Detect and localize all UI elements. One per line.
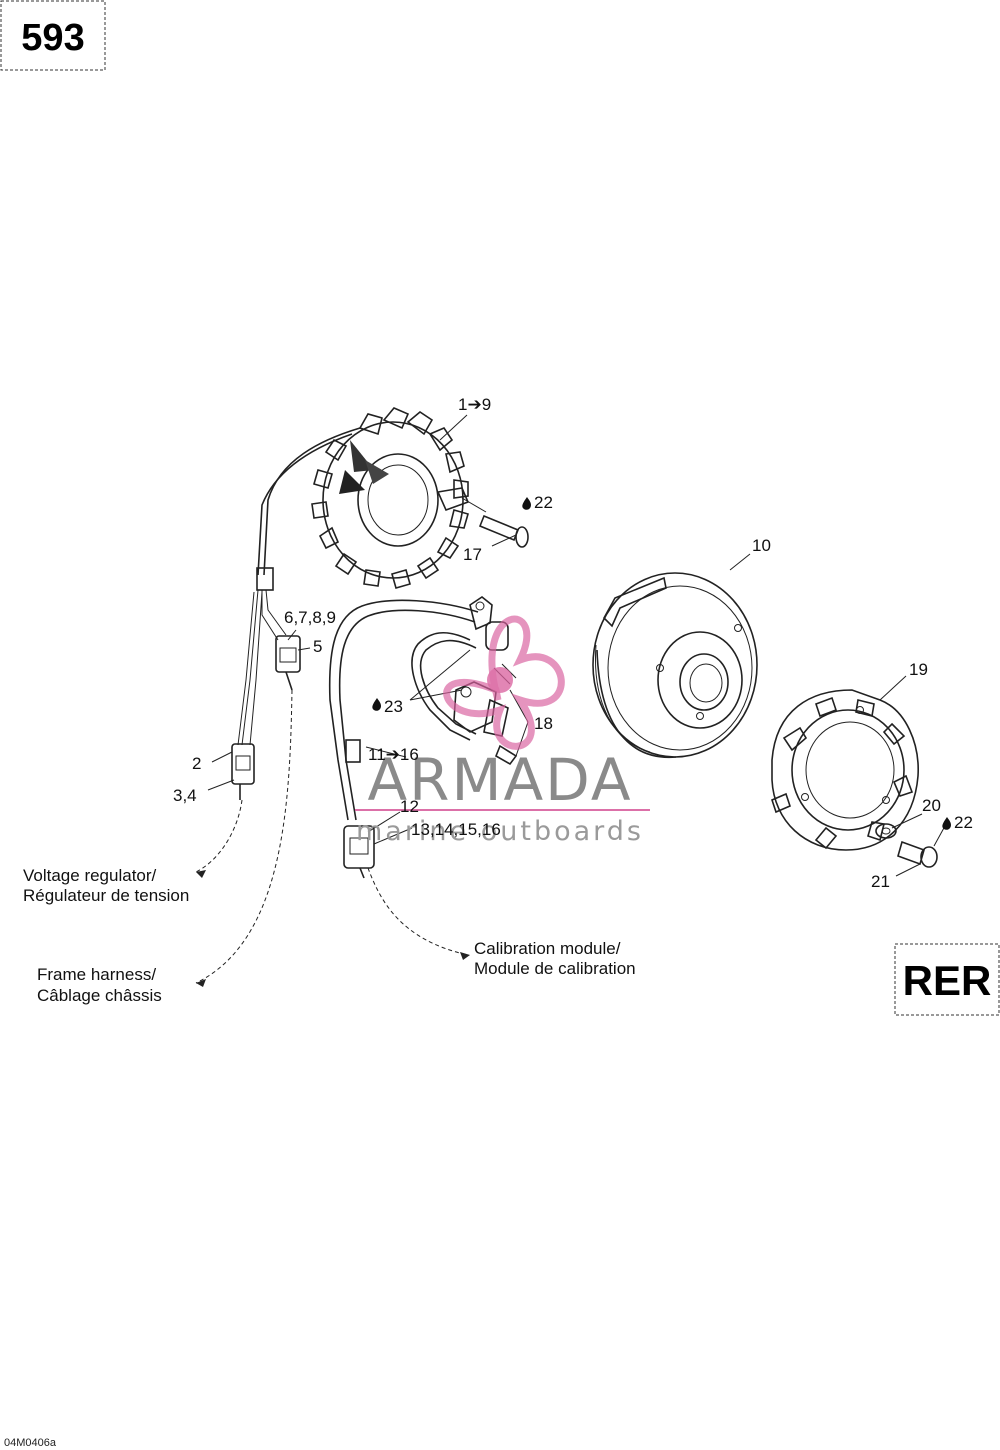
starter-ring-illustration	[771, 689, 919, 851]
region-badge: RER	[894, 943, 1000, 1016]
callout-19: 19	[909, 660, 928, 679]
callout-21: 21	[871, 872, 890, 891]
note-calibration-module-fr: Module de calibration	[474, 959, 636, 978]
callout-6-7-8-9: 6,7,8,9	[284, 608, 336, 627]
watermark-brand: ARMADA	[367, 746, 632, 814]
callout-10: 10	[752, 536, 771, 555]
callout-23: 23	[384, 697, 403, 716]
flywheel-illustration	[592, 572, 758, 759]
arrowhead	[460, 952, 470, 960]
oil-drop-icon	[942, 817, 951, 830]
propeller-icon	[443, 615, 565, 750]
note-calibration-module-en: Calibration module/	[474, 939, 621, 958]
screw-17-illustration	[478, 514, 529, 548]
drawing-code: 04M0406a	[4, 1437, 57, 1449]
arrowhead	[196, 870, 206, 878]
oil-drop-icon	[372, 698, 381, 711]
washer-illustration	[875, 823, 897, 839]
stator-harness-illustration	[231, 427, 361, 800]
arrowhead	[196, 979, 206, 987]
callout-17: 17	[463, 545, 482, 564]
page-number: 593	[21, 17, 84, 59]
page-number-badge: 593	[0, 0, 106, 71]
leader-lines	[207, 414, 946, 877]
dashed-pointers	[195, 689, 469, 984]
callout-18: 18	[534, 714, 553, 733]
callout-2: 2	[192, 754, 201, 773]
callout-13-14-15-16: 13,14,15,16	[411, 820, 501, 839]
callout-11-16: 11➔16	[368, 745, 419, 764]
callout-20: 20	[922, 796, 941, 815]
note-voltage-regulator-en: Voltage regulator/	[23, 866, 157, 885]
note-voltage-regulator-fr: Régulateur de tension	[23, 886, 189, 905]
callout-5: 5	[313, 637, 322, 656]
propeller-hub-icon	[487, 667, 513, 693]
callout-22-lower: 22	[954, 813, 973, 832]
callout-1-9: 1➔9	[458, 395, 491, 414]
callout-12: 12	[400, 797, 419, 816]
callout-22-upper: 22	[534, 493, 553, 512]
callout-3-4: 3,4	[173, 786, 197, 805]
note-frame-harness-en: Frame harness/	[37, 965, 156, 984]
watermark-logo	[355, 615, 650, 811]
watermark-tagline: marine outboards	[356, 816, 644, 847]
region-code: RER	[903, 957, 992, 1004]
note-frame-harness-fr: Câblage châssis	[37, 986, 162, 1005]
oil-drop-icon	[522, 497, 531, 510]
screw-21-illustration	[897, 840, 938, 868]
sensor-harness-illustration	[328, 596, 518, 879]
stator-illustration	[311, 407, 470, 589]
